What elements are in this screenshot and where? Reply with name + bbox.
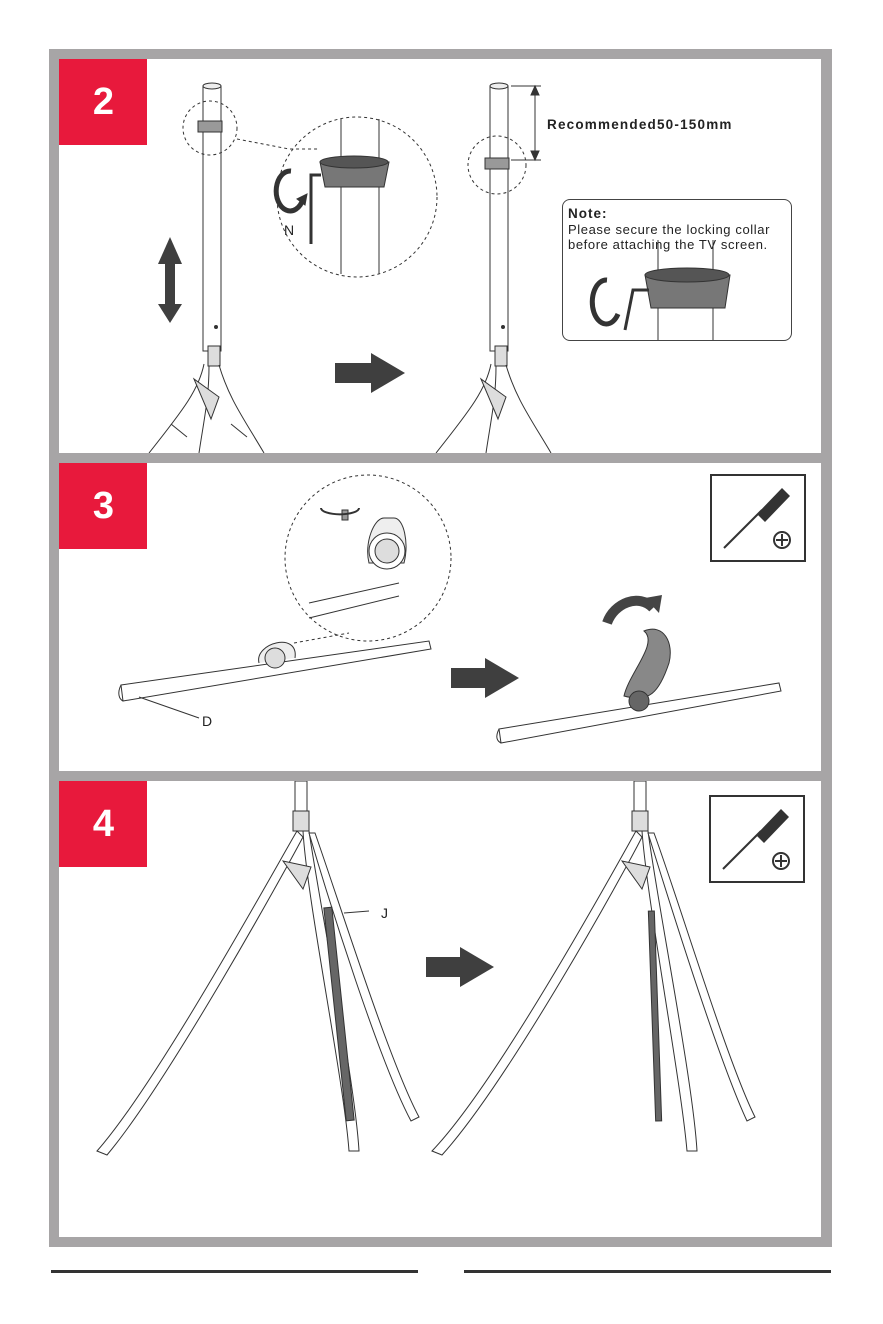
footer-rule-right [464, 1270, 831, 1273]
step-2-panel: 2 N Recommended50-150mm Note: Please sec… [59, 59, 821, 453]
step-4-illustration [59, 781, 821, 1237]
arrow-right-icon [451, 658, 519, 698]
screwdriver-icon [711, 797, 803, 881]
step-3-panel: 3 D [59, 463, 821, 771]
screwdriver-tool-box [710, 474, 806, 562]
callout-d: D [202, 713, 212, 729]
screwdriver-tool-box [709, 795, 805, 883]
callout-n: N [284, 222, 294, 238]
step-4-panel: 4 J [59, 781, 821, 1237]
screwdriver-icon [712, 476, 804, 560]
locking-collar-detail [563, 200, 791, 340]
step-number: 3 [59, 463, 147, 549]
callout-j: J [381, 905, 388, 921]
recommended-height-label: Recommended50-150mm [547, 117, 733, 132]
step-number: 4 [59, 781, 147, 867]
arrow-right-icon [335, 353, 405, 393]
double-arrow-vertical-icon [158, 237, 182, 323]
footer-rule-left [51, 1270, 418, 1273]
step-number: 2 [59, 59, 147, 145]
note-box: Note: Please secure the locking collar b… [562, 199, 792, 341]
step-3-illustration [59, 463, 821, 771]
arrow-right-icon [426, 947, 494, 987]
